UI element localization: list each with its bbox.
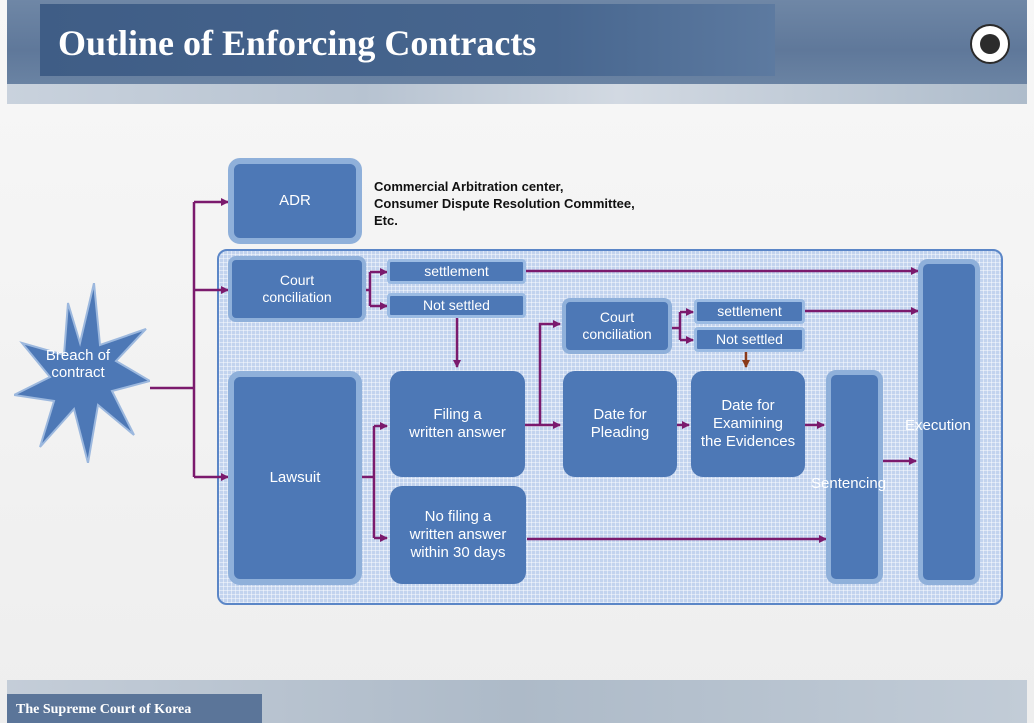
pleading-box: Date for Pleading	[563, 371, 677, 477]
title-panel	[40, 4, 775, 76]
settlement-box-2: settlement	[694, 299, 805, 324]
supreme-court-seal-icon	[970, 24, 1010, 64]
breach-of-contract-label: Breach of contract	[45, 347, 111, 381]
court-conciliation-box-2: Court conciliation	[562, 298, 672, 354]
sentencing-label: Sentencing	[811, 475, 887, 492]
court-conciliation-box-1: Court conciliation	[228, 256, 366, 322]
arrow-filing-to-conciliation-2	[538, 320, 561, 425]
no-filing-box: No filing a written answer within 30 day…	[390, 486, 526, 584]
sentencing-box: Sentencing	[811, 370, 886, 584]
execution-label: Execution	[905, 417, 971, 434]
adr-note-line: Etc.	[374, 213, 398, 228]
arrow-concil2-spine	[672, 312, 682, 340]
filing-answer-box: Filing a written answer	[390, 371, 525, 477]
seal-emblem	[980, 34, 1000, 54]
slide-title: Outline of Enforcing Contracts	[58, 23, 537, 63]
arrow-lawsuit-spine	[360, 426, 376, 538]
settlement-box-1: settlement	[387, 259, 526, 284]
evidences-box: Date for Examining the Evidences	[691, 371, 805, 477]
breach-starburst	[14, 283, 150, 463]
header-stripe	[7, 84, 1027, 104]
adr-box: ADR	[228, 158, 362, 244]
not-settled-box-1: Not settled	[387, 293, 526, 318]
adr-note-line: Commercial Arbitration center,	[374, 179, 564, 194]
adr-note-line: Consumer Dispute Resolution Committee,	[374, 196, 635, 211]
footer-panel	[7, 694, 262, 723]
adr-note: Commercial Arbitration center, Consumer …	[374, 178, 635, 229]
execution-box: Execution	[905, 259, 980, 585]
lawsuit-box: Lawsuit	[228, 371, 362, 585]
arrow-concil1-spine	[366, 272, 372, 306]
footer-text: The Supreme Court of Korea	[16, 702, 192, 717]
not-settled-box-2: Not settled	[694, 327, 805, 352]
